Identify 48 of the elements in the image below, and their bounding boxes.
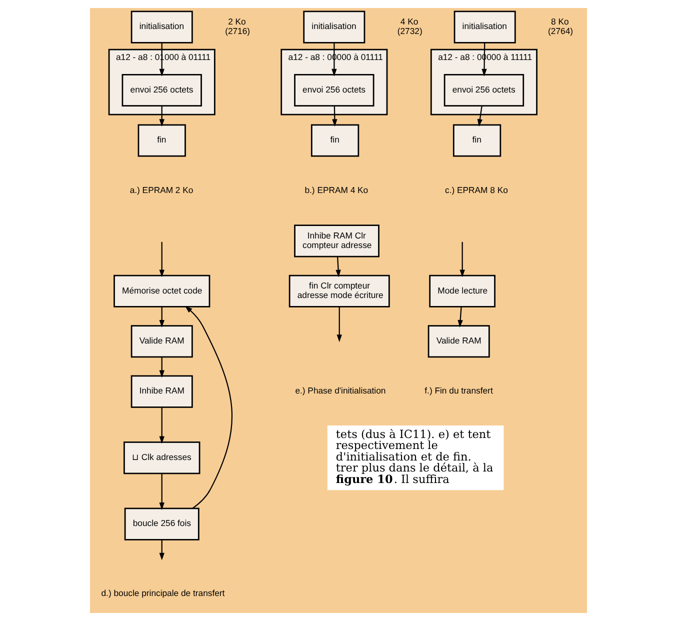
node-label: (2716) [224,26,250,36]
node-box: initialisation [453,10,516,44]
arrow [158,357,164,378]
node-box: Mémorise octet code [113,274,210,308]
node-box: fin Clr compteur adresse mode écriture [288,274,390,308]
node-box: initialisation [302,10,365,44]
label: b.) EPRAM 4 Ko [304,184,368,195]
node-box: envoi 256 octets [294,74,374,107]
node-box: ⊔ Clk adresses [123,442,200,474]
node-box: boucle 256 fois [124,508,199,540]
arrow [158,106,164,127]
node-label: (2764) [548,26,573,36]
node-label: (2732) [396,26,422,36]
node-box: Inhibe RAM [130,375,192,408]
arrow [158,42,164,76]
arrow [331,42,336,76]
label: c.) EPRAM 8 Ko [444,184,508,195]
label: d.) boucle principale de transfert [100,588,224,598]
node-box: Mode lecture [428,274,495,308]
node-box: envoi 256 octets [443,74,524,107]
arrow [158,474,164,510]
node-box: initialisation [130,10,192,44]
node-box: Valide RAM [427,325,490,358]
arrow [481,42,486,76]
node-box: envoi 256 octets [121,74,202,107]
arrow [335,256,340,278]
arrow [332,106,337,127]
arrow [158,407,164,444]
arrow [459,242,464,278]
arrow [336,306,342,342]
label: e.) Phase d'initialisation [294,386,386,396]
node-box: Inhibe RAM Clr compteur adresse [294,224,379,258]
label: f.) Fin du transfert [424,386,492,396]
node-box: fin [310,124,359,157]
node-label: 8 Ko [550,16,568,26]
arrow [158,306,164,328]
label: a.) EPRAM 2 Ko [129,184,193,195]
node-label: 2 Ko [228,16,246,26]
arrow [457,306,462,328]
arrow [476,106,482,127]
arrow [158,540,164,560]
arrow [184,306,232,509]
node-box: fin [137,124,186,157]
node-box: Valide RAM [130,325,192,358]
label: tets (dus à IC11). e) et tent respectivement le d'initialisation et de fin. trer plus dans le détail, à la figure 10. Il suffira [335,428,493,486]
node-box: fin [452,124,501,157]
node-label: 4 Ko [400,16,418,26]
arrow [158,242,164,278]
